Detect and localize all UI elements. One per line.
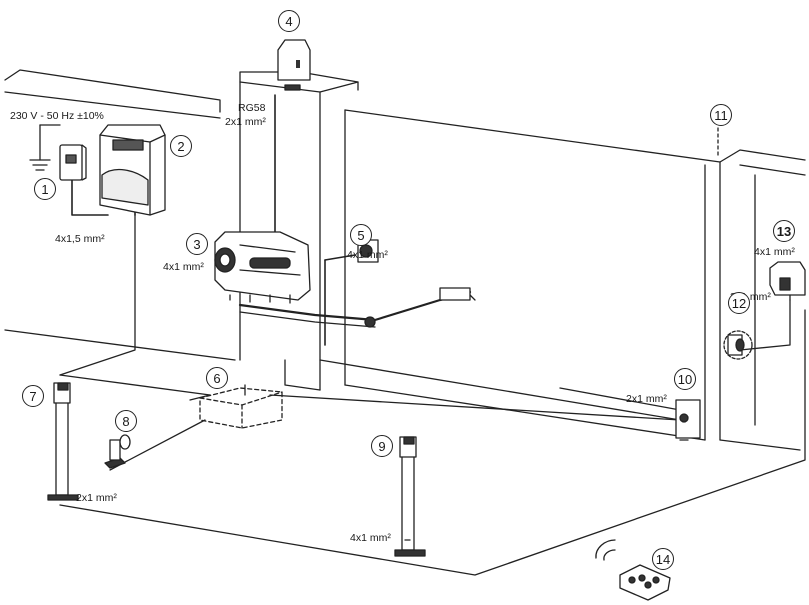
callout-10: 10	[674, 368, 696, 390]
motor-cable-label: 4x1 mm²	[163, 261, 204, 273]
callout-11: 11	[710, 104, 732, 126]
earth-symbol	[29, 124, 61, 171]
antenna-coax-label: RG58	[238, 102, 266, 114]
photocell-wall	[723, 330, 753, 360]
photocell-wall-cable-label: 2x1 mm²	[730, 291, 771, 303]
callout-5: 5	[350, 224, 372, 246]
photocell-post2-cable-label: 4x1 mm²	[350, 532, 391, 544]
callout-13: 13	[773, 220, 795, 242]
power-supply-label: 230 V - 50 Hz ±10%	[10, 110, 104, 122]
antenna	[277, 39, 311, 91]
junction-box	[199, 387, 283, 429]
lock-cable-label: 4x1 mm²	[347, 249, 388, 261]
photocell-post-right	[394, 436, 426, 557]
callout-6: 6	[206, 367, 228, 389]
flasher-cable-label: 4x1 mm²	[754, 246, 795, 258]
control-box	[99, 124, 166, 216]
gate-motor	[214, 231, 311, 304]
callout-14: 14	[652, 548, 674, 570]
photocell-post-left	[47, 382, 79, 501]
gate-leaf	[344, 109, 806, 441]
callout-3: 3	[186, 233, 208, 255]
photocell-wall-bracket	[104, 434, 131, 469]
antenna-cable-label: 2x1 mm²	[225, 116, 266, 128]
callout-4: 4	[278, 10, 300, 32]
pillar	[239, 71, 359, 391]
wall-outline	[4, 69, 801, 451]
circuit-breaker	[59, 144, 87, 181]
callout-12: 12	[728, 292, 750, 314]
photocell-post-cable-label: 2x1 mm²	[76, 492, 117, 504]
callout-2: 2	[170, 135, 192, 157]
power-cable-label: 4x1,5 mm²	[55, 233, 105, 245]
cables	[71, 94, 356, 346]
remote-control	[595, 539, 671, 601]
callout-9: 9	[371, 435, 393, 457]
flashing-light	[769, 261, 806, 301]
callout-7: 7	[22, 385, 44, 407]
key-switch	[675, 399, 701, 441]
callout-1: 1	[34, 178, 56, 200]
motor-arm	[238, 287, 476, 328]
ground-lines	[59, 214, 806, 576]
callout-8: 8	[115, 410, 137, 432]
keyswitch-cable-label: 2x1 mm²	[626, 393, 667, 405]
